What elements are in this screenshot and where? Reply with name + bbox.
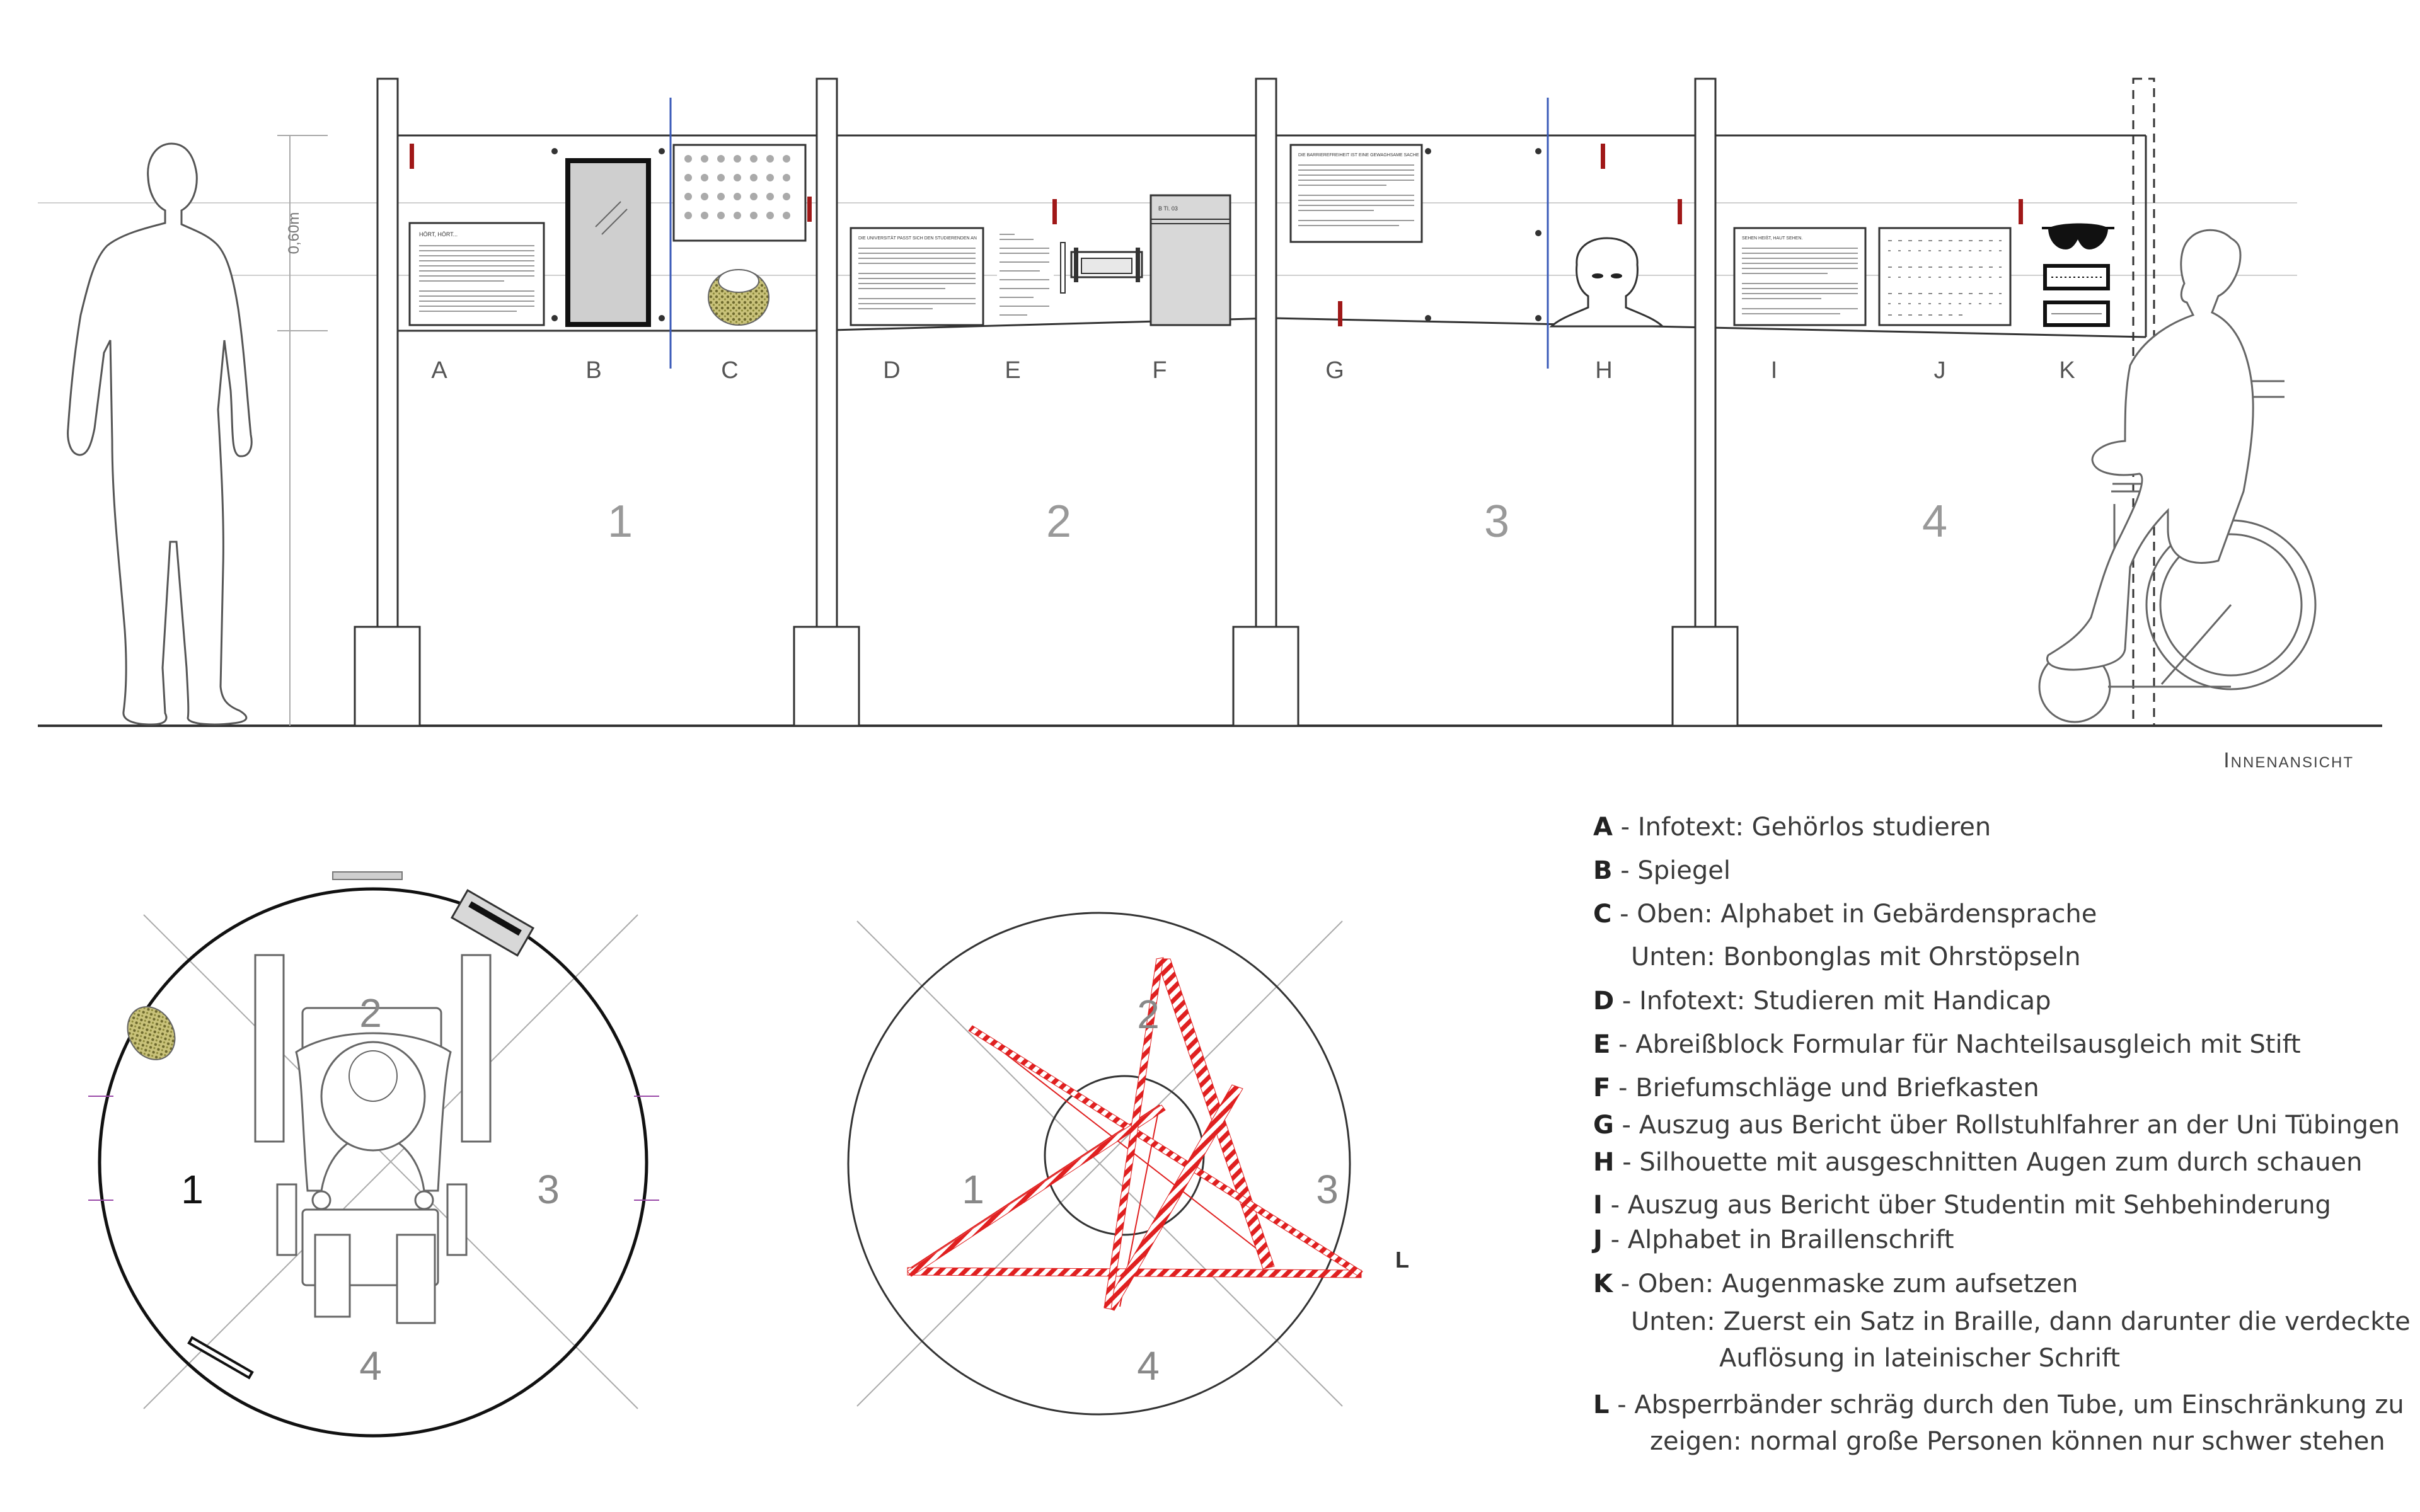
tube-outline-left [98,887,648,1438]
infotext-panel-a: HÖRT, HÖRT... [408,222,545,326]
plan-mailbox [450,889,535,957]
pin-dots [551,148,1541,321]
plan-left-number-2: 2 [359,990,382,1036]
plan-wheelchair-user [254,954,492,1324]
pen [1060,242,1066,294]
plan-left-numbers: 1 2 3 4 [181,990,560,1389]
sign-language-chart-c [672,144,807,242]
legend-text: Spiegel [1637,856,1731,885]
red-marks [410,144,2023,326]
panel-i-heading: SEHEN HEIßT, HAUT SEHEN. [1742,236,1802,241]
legend-item-i: I - Auszug aus Bericht über Studentin mi… [1593,1191,2331,1220]
item-letter-c: C [721,357,738,384]
candy-jar-c [708,269,769,326]
tube-outline-right [847,912,1351,1416]
mailbox-f: B Tl. 03 [1150,194,1231,326]
silhouette-head-h [1549,237,1665,328]
legend-item-a: A - Infotext: Gehörlos studieren [1593,813,1991,842]
panel-a-heading: HÖRT, HÖRT... [419,231,458,238]
item-letter-j: J [1934,357,1946,384]
item-letter-e: E [1005,357,1020,384]
tape-label: L [1395,1247,1409,1273]
plan-braille-box [187,1336,254,1380]
item-letter-g: G [1325,357,1344,384]
item-letter-k: K [2059,357,2075,384]
plan-right-numbers: 1 2 3 4 [962,992,1339,1389]
legend-text: Absperrbänder schräg durch den Tube, um … [1634,1390,2404,1419]
mailbox-label: B Tl. 03 [1158,205,1178,212]
legend-text: Briefumschläge und Briefkasten [1635,1074,2039,1102]
infotext-panel-d: DIE UNIVERSITÄT PASST SICH DEN STUDIEREN… [850,227,984,326]
legend-item-f: F - Briefumschläge und Briefkasten [1593,1074,2039,1102]
section-number-4: 4 [1922,496,1947,547]
infotext-panel-g: DIE BARRIEREFREIHEIT IST EINE GEWAGHSAME… [1289,144,1423,243]
legend-text: Auszug aus Bericht über Rollstuhlfahrer … [1639,1111,2400,1140]
legend-text: Oben: Augenmaske zum aufsetzen [1637,1269,2078,1298]
legend-text: Infotext: Studieren mit Handicap [1639,987,2051,1016]
legend-item-j: J - Alphabet in Braillenschrift [1593,1225,1954,1254]
legend-text-cont: Unten: Zuerst ein Satz in Braille, dann … [1631,1307,2411,1336]
braille-chart-j [1878,227,2012,326]
section-number-2: 2 [1046,496,1071,547]
legend-item-h: H - Silhouette mit ausgeschnitten Augen … [1593,1148,2363,1177]
barrier-tapes [907,957,1363,1311]
plan-right-number-2: 2 [1137,992,1160,1037]
height-dimension-label: 0,60m [285,212,302,255]
plan-right-number-4: 4 [1137,1343,1160,1389]
item-letter-i: I [1771,357,1778,384]
legend-text: Silhouette mit ausgeschnitten Augen zum … [1639,1148,2363,1177]
legend-text: Alphabet in Braillenschrift [1627,1225,1954,1254]
height-dimension: 0,60m [277,135,328,726]
column-3 [1232,77,1299,727]
plan-right-number-3: 3 [1316,1167,1339,1212]
section-number-3: 3 [1484,496,1509,547]
standing-person [67,142,253,726]
braille-box-k [2043,264,2110,327]
envelopes-f [1070,248,1143,282]
legend-item-d: D - Infotext: Studieren mit Handicap [1593,987,2051,1016]
plan-wheelchair: 1 2 3 4 [88,871,659,1438]
form-pad-e [997,228,1066,323]
item-letter-h: H [1595,357,1612,384]
elevation-view: 0,60m [38,77,2382,772]
item-letter-d: D [883,357,900,384]
plan-mirror [332,871,403,880]
section-numbers: 1 2 3 4 [608,496,1947,547]
legend-text: Infotext: Gehörlos studieren [1637,813,1991,842]
mirror-b [565,158,651,327]
infotext-panel-i: SEHEN HEIßT, HAUT SEHEN. [1733,227,1867,326]
column-2 [793,77,860,727]
plan-left-number-1: 1 [181,1167,204,1212]
legend-item-b: B - Spiegel [1593,856,1731,885]
legend-item-e: E - Abreißblock Formular für Nachteilsau… [1593,1030,2301,1059]
wheelchair-user [2038,229,2317,723]
legend-text: Auszug aus Bericht über Studentin mit Se… [1627,1191,2331,1220]
plan-left-number-4: 4 [359,1343,382,1389]
panel-d-heading: DIE UNIVERSITÄT PASST SICH DEN STUDIEREN… [858,236,977,241]
plan-left-number-3: 3 [537,1167,560,1212]
plan-right-number-1: 1 [962,1167,984,1212]
section-number-1: 1 [608,496,633,547]
plan-candy-jar [127,1006,176,1060]
panel-g-heading: DIE BARRIEREFREIHEIT IST EINE GEWAGHSAME… [1298,153,1419,158]
legend-text-cont: Auflösung in lateinischer Schrift [1719,1344,2121,1373]
column-4 [1671,77,1739,727]
legend-text: Abreißblock Formular für Nachteilsausgle… [1635,1030,2301,1059]
legend-item-l: L - Absperrbänder schräg durch den Tube,… [1593,1387,2404,1459]
item-letter-b: B [585,357,601,384]
legend-text: Oben: Alphabet in Gebärdensprache [1637,900,2097,929]
legend-text-cont: Unten: Bonbonglas mit Ohrstöpseln [1631,942,2081,971]
legend-text-cont: zeigen: normal große Personen können nur… [1650,1427,2385,1456]
view-label: Innenansicht [2223,748,2354,772]
item-letters: A B C D E F G H I J K [431,357,2075,384]
legend-item-k: K - Oben: Augenmaske zum aufsetzen Unten… [1593,1266,2411,1376]
item-letter-f: F [1152,357,1167,384]
eye-mask-k [2042,223,2114,249]
item-letter-a: A [431,357,447,384]
plan-tape: 1 2 3 4 L [847,912,1409,1416]
column-1 [354,77,421,727]
legend-item-c: C - Oben: Alphabet in Gebärdensprache Un… [1593,896,2097,975]
legend-item-g: G - Auszug aus Bericht über Rollstuhlfah… [1593,1111,2400,1140]
